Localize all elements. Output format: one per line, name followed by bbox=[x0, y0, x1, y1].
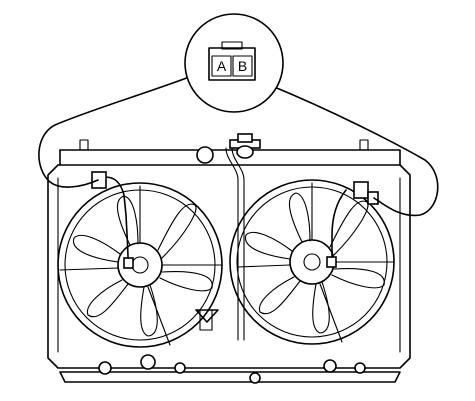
left-cooling-fan bbox=[57, 182, 223, 348]
callout-leader-lines bbox=[38, 75, 439, 217]
connector-pin-b-label: B bbox=[238, 58, 247, 74]
right-fan-motor-connector bbox=[326, 256, 337, 268]
connector-face: A B bbox=[208, 41, 256, 81]
left-harness-connector bbox=[91, 171, 107, 189]
connector-pin-a-label: A bbox=[217, 58, 227, 74]
right-fan-shroud-struts bbox=[237, 182, 395, 343]
left-fan-shroud-struts bbox=[59, 185, 223, 346]
right-fan-blades bbox=[245, 192, 385, 334]
right-harness-connector bbox=[353, 181, 369, 199]
connector-callout: A B bbox=[184, 13, 284, 113]
fan-wiring-harness bbox=[91, 171, 379, 331]
radiator-bottom-fittings bbox=[98, 354, 366, 384]
radiator-cap bbox=[196, 133, 261, 164]
right-cooling-fan bbox=[229, 179, 395, 345]
radiator-frame bbox=[47, 139, 411, 383]
left-fan-motor-connector bbox=[123, 257, 134, 269]
